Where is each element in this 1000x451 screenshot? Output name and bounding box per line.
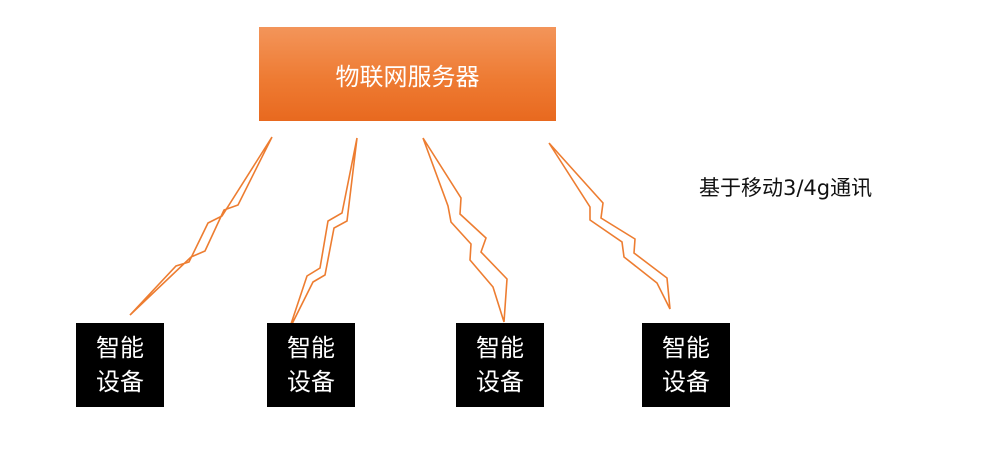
- smart-device-2: 智能 设备: [267, 323, 355, 407]
- device-label-line2: 设备: [662, 368, 710, 396]
- comm-method-caption: 基于移动3/4g通讯: [699, 176, 873, 200]
- device-label-line1: 智能: [476, 334, 524, 362]
- lightning-link-icon: [288, 137, 358, 331]
- device-label-line1: 智能: [662, 334, 710, 362]
- smart-device-4: 智能 设备: [642, 323, 730, 407]
- smart-device-1: 智能 设备: [76, 323, 164, 407]
- iot-server-box: 物联网服务器: [259, 27, 556, 121]
- smart-device-3: 智能 设备: [456, 323, 544, 407]
- lightning-link-icon: [548, 142, 671, 310]
- device-label-line2: 设备: [96, 368, 144, 396]
- lightning-link-icon: [422, 137, 508, 323]
- device-label-line2: 设备: [287, 368, 335, 396]
- device-label-line2: 设备: [476, 368, 524, 396]
- device-label-line1: 智能: [287, 334, 335, 362]
- device-label-line1: 智能: [96, 334, 144, 362]
- iot-server-label: 物联网服务器: [335, 62, 480, 91]
- lightning-link-icon: [129, 136, 273, 316]
